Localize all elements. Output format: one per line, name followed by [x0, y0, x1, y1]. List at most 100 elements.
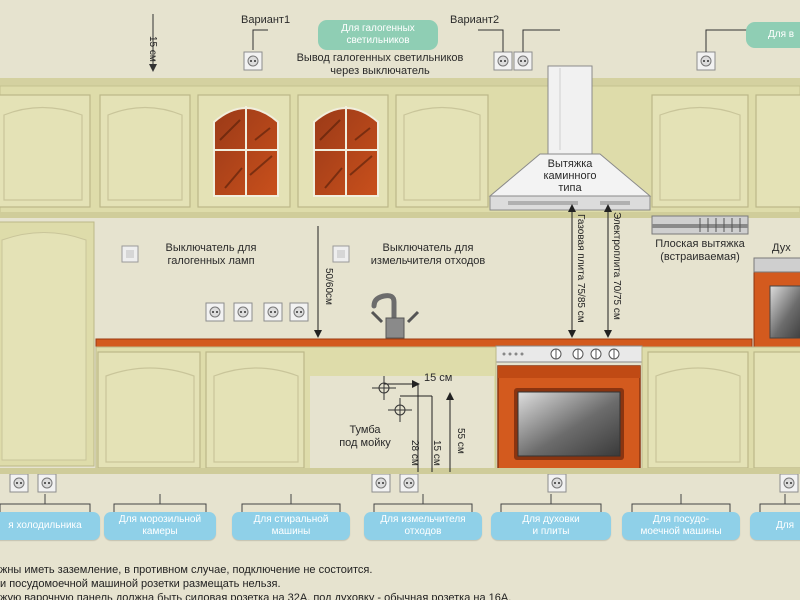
right-outlet-pill: Для в [746, 22, 800, 48]
footnote-line: и посудомоечной машиной розетки размещат… [0, 578, 281, 590]
dim-15cm-top: 15 см [147, 36, 158, 62]
upper-cornice [0, 78, 800, 86]
footnote-line: жны иметь заземление, в противном случае… [0, 564, 373, 576]
socket-icon [37, 473, 57, 493]
dimension-lines [317, 206, 609, 472]
dimension-arrows [314, 204, 612, 400]
sink-cabinet-open [310, 376, 494, 472]
power-sockets [9, 51, 799, 493]
upper-door-6 [651, 94, 749, 208]
pill-bracket [631, 503, 731, 512]
countertop [95, 338, 753, 348]
upper-door-5 [395, 94, 489, 208]
socket-icon [263, 302, 283, 322]
disposer-switch-label-line1: Выключатель для [382, 242, 474, 254]
lower-door-1 [97, 351, 201, 469]
hood-label-line2: каминного [543, 170, 597, 182]
outlet-purpose-pill: Для посудо-моечной машины [622, 512, 740, 540]
pill-bracket [373, 503, 473, 512]
halogen-output-note: Вывод галогенных светильников через выкл… [280, 52, 480, 78]
halogen-switch-label: Выключатель для галогенных ламп [150, 242, 272, 268]
halogen-output-note-line2: через выключатель [330, 65, 430, 77]
socket-icon [547, 473, 567, 493]
flat-hood-label-line2: (встраиваемая) [660, 251, 740, 263]
dim-height-55: 55 см [455, 428, 466, 454]
dim-height-15: 15 см [431, 440, 442, 466]
hob [495, 345, 643, 363]
sink-cabinet-label-line2: под мойку [339, 437, 391, 449]
sink-cabinet-label-line1: Тумба [349, 424, 381, 436]
upper-panel-5 [403, 106, 481, 201]
outlet-purpose-pill-line1: Для стиральной [253, 514, 329, 525]
pill-bracket [759, 503, 800, 512]
outlet-purpose-pill-line2: моечной машины [640, 526, 722, 537]
oven [497, 365, 641, 473]
socket-icon [9, 473, 29, 493]
socket-icon [205, 302, 225, 322]
plinth [0, 468, 800, 474]
outlet-purpose-pill-line1: Для посудо- [652, 514, 710, 525]
socket-icon [243, 51, 263, 71]
socket-icon [493, 51, 513, 71]
crosshair-markers [372, 376, 412, 422]
outlet-purpose-pill-line2: машины [271, 526, 311, 537]
outlet-purpose-pill-line2: и плиты [532, 526, 570, 537]
hood-label-line3: типа [558, 182, 582, 194]
upper-panel-2 [107, 106, 183, 201]
disposer-switch-label-line2: измельчителя отходов [370, 255, 486, 267]
wall-switches [121, 245, 350, 263]
outlet-purpose-pill-line1: Для морозильной [118, 514, 202, 525]
upper-panel-6 [659, 106, 741, 201]
dim-offset-15: 15 см [424, 372, 453, 384]
variant1-label: Вариант1 [241, 14, 291, 26]
tall-cabinet-left [0, 221, 95, 467]
socket-icon [513, 51, 533, 71]
flat-hood-label: Плоская вытяжка (встраиваемая) [648, 238, 752, 264]
outlet-purpose-pill-line1: Для духовки [522, 514, 580, 525]
outlet-purpose-pill-line2: камеры [142, 526, 178, 537]
hood-label: Вытяжка каминного типа [520, 158, 620, 194]
socket-icon [779, 473, 799, 493]
dim-electric-hob: Электроплита 70/75 см [611, 212, 622, 320]
pill-bracket [113, 503, 207, 512]
socket-icon [289, 302, 309, 322]
upper-panel-1 [3, 106, 83, 201]
halogen-output-note-line1: Вывод галогенных светильников [296, 52, 464, 64]
upper-door-2 [99, 94, 191, 208]
disposer-switch-label: Выключатель для измельчителя отходов [358, 242, 498, 268]
pill-connectors [0, 494, 800, 512]
upper-door-1 [0, 94, 91, 208]
oven-column-right [753, 257, 800, 351]
flat-hood [651, 215, 749, 235]
outlet-purpose-pill: я холодильника [0, 512, 100, 540]
flat-hood-label-line1: Плоская вытяжка [655, 238, 745, 250]
socket-icon [233, 302, 253, 322]
hood-label-line1: Вытяжка [547, 158, 593, 170]
lower-door-2 [205, 351, 305, 469]
socket-icon [696, 51, 716, 71]
variant2-label: Вариант2 [450, 14, 500, 26]
outlet-purpose-pill: Для [750, 512, 800, 540]
upper-cabinets [0, 78, 800, 218]
oven-label-partial: Дух [772, 242, 791, 254]
lower-door-4 [753, 351, 800, 469]
outlet-purpose-pill-line2: отходов [404, 526, 442, 537]
outlet-purpose-pill-line1: Для [775, 520, 795, 531]
footnote-line: жую варочную панель должна быть силовая … [0, 592, 512, 600]
halogen-switch-label-line2: галогенных ламп [167, 255, 255, 267]
pill-bracket [241, 503, 341, 512]
hood-chimney [547, 65, 593, 155]
halogen-switch-label-line1: Выключатель для [165, 242, 257, 254]
pill-bracket [500, 503, 602, 512]
dim-counter-height: 50/60см [323, 268, 334, 305]
chimney-hood [488, 65, 652, 211]
dim-height-28: 28 см [409, 440, 420, 466]
outlet-purpose-pill-line1: Для измельчителя [380, 514, 466, 525]
lower-cabinets [95, 346, 800, 473]
pill-bracket [0, 503, 91, 512]
